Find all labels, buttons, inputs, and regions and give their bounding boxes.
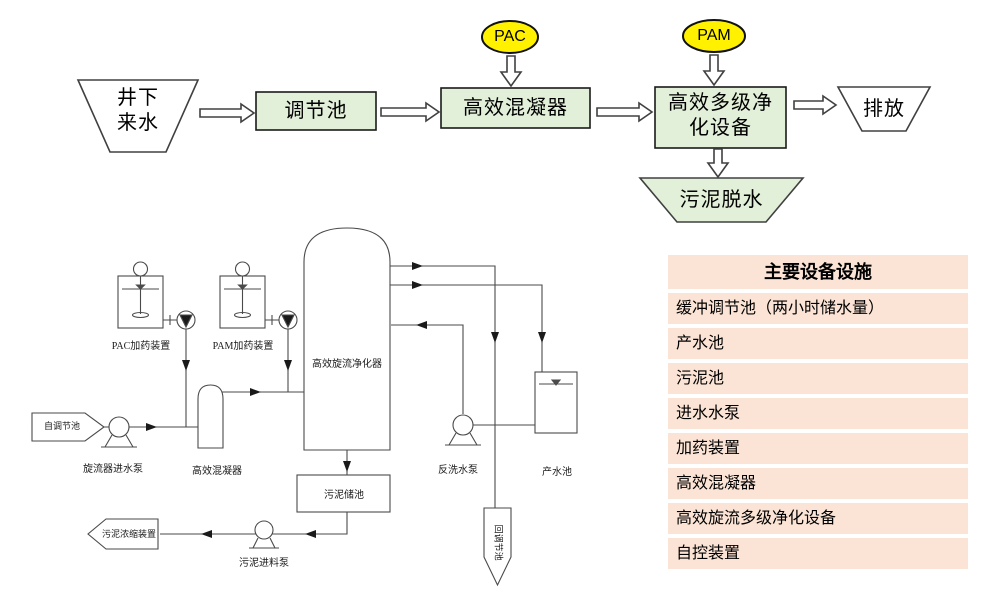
sludge-dewatering-shape (638, 177, 805, 223)
discharge-label: 排放 (863, 98, 905, 120)
regulating-pool-shape (255, 91, 377, 131)
product-water-tank-label: 产水池 (542, 467, 572, 478)
return-pennant-shape (483, 507, 512, 587)
pam-dosing-label: PAM加药装置 (212, 341, 274, 352)
incoming-water-line1: 井下 (117, 87, 159, 109)
regulating-pool-label: 调节池 (284, 100, 348, 122)
water-level-mark (550, 379, 562, 386)
cyclone-purifier-label: 高效旋流净化器 (312, 359, 382, 370)
incoming-water-line2: 来水 (117, 112, 159, 134)
table-row: 缓冲调节池（两小时储水量） (668, 293, 968, 324)
discharge-shape (836, 86, 932, 132)
table-row: 污泥池 (668, 363, 968, 394)
table-row: 加药装置 (668, 433, 968, 464)
pfd-linework (31, 227, 578, 587)
table-row: 自控装置 (668, 538, 968, 569)
multistage-line2: 化设备 (689, 117, 752, 139)
flow-arrowheads (146, 262, 546, 538)
flow-arrow-2 (380, 101, 441, 123)
sludge-down-arrow (706, 148, 730, 179)
water-level-mark (237, 284, 248, 290)
sludge-feed-pump-label: 污泥进料泵 (239, 558, 289, 569)
coagulator-shape (440, 87, 591, 129)
cyclone-purifier-vessel (303, 227, 391, 451)
impeller-icon (233, 311, 252, 319)
flow-arrow-3 (596, 101, 654, 123)
sludge-tank-shape (296, 474, 391, 513)
coagulator-column-label: 高效混凝器 (192, 466, 242, 477)
pam-dosing-unit (219, 261, 298, 330)
table-row: 高效混凝器 (668, 468, 968, 499)
pipe-overflow-return (390, 265, 496, 508)
incoming-water-label: 井下 来水 (78, 86, 198, 136)
backwash-pump-label: 反洗水泵 (438, 465, 478, 476)
pipe-product-out (390, 284, 543, 372)
table-row: 高效旋流多级净化设备 (668, 503, 968, 534)
pam-ellipse (682, 19, 746, 53)
pipe-sludge-discharge (160, 512, 348, 535)
equipment-table: 主要设备设施 缓冲调节池（两小时储水量） 产水池 污泥池 进水水泵 加药装置 高… (668, 255, 968, 573)
equipment-table-title: 主要设备设施 (668, 255, 968, 289)
sludge-tank-label: 污泥储池 (324, 490, 364, 501)
flow-arrow-1 (199, 102, 256, 124)
sludge-thickener-flag (87, 518, 159, 550)
coagulator-column-shape (197, 384, 224, 449)
agitator-motor-icon (132, 261, 149, 277)
product-water-tank-shape (534, 371, 578, 434)
cyclone-feed-pump-icon (101, 416, 137, 448)
pac-ellipse (481, 20, 539, 54)
table-row: 进水水泵 (668, 398, 968, 429)
sludge-feed-pump-icon (249, 520, 279, 549)
pam-down-arrow (702, 54, 726, 87)
sludge-thickener-label: 污泥浓缩装置 (101, 529, 156, 539)
incoming-water-shape (76, 79, 200, 153)
pac-dosing-unit (117, 261, 196, 330)
pam-label: PAM (697, 27, 731, 44)
multistage-shape (654, 86, 787, 149)
table-row: 产水池 (668, 328, 968, 359)
agitator-motor-icon (234, 261, 251, 277)
return-to-regulating-pool-label: 回调节池 (493, 524, 504, 561)
pipe-backwash (391, 324, 464, 414)
multistage-label: 高效多级净 化设备 (655, 91, 786, 141)
from-regulating-pool-flag (31, 412, 105, 442)
from-regulating-pool-label: 自调节池 (43, 421, 80, 431)
sludge-dewatering-label: 污泥脱水 (679, 189, 764, 211)
water-level-mark (135, 284, 146, 290)
pac-dosing-label: PAC加药装置 (111, 341, 171, 352)
flowchart-shapes (76, 19, 932, 223)
pac-down-arrow (499, 55, 523, 88)
backwash-pump-icon (445, 414, 481, 446)
cyclone-feed-pump-label: 旋流器进水泵 (83, 464, 143, 475)
impeller-icon (131, 311, 150, 319)
multistage-line1: 高效多级净 (668, 92, 773, 114)
pac-label: PAC (494, 28, 526, 45)
flow-arrow-4 (793, 94, 838, 116)
coagulator-label: 高效混凝器 (463, 97, 568, 119)
